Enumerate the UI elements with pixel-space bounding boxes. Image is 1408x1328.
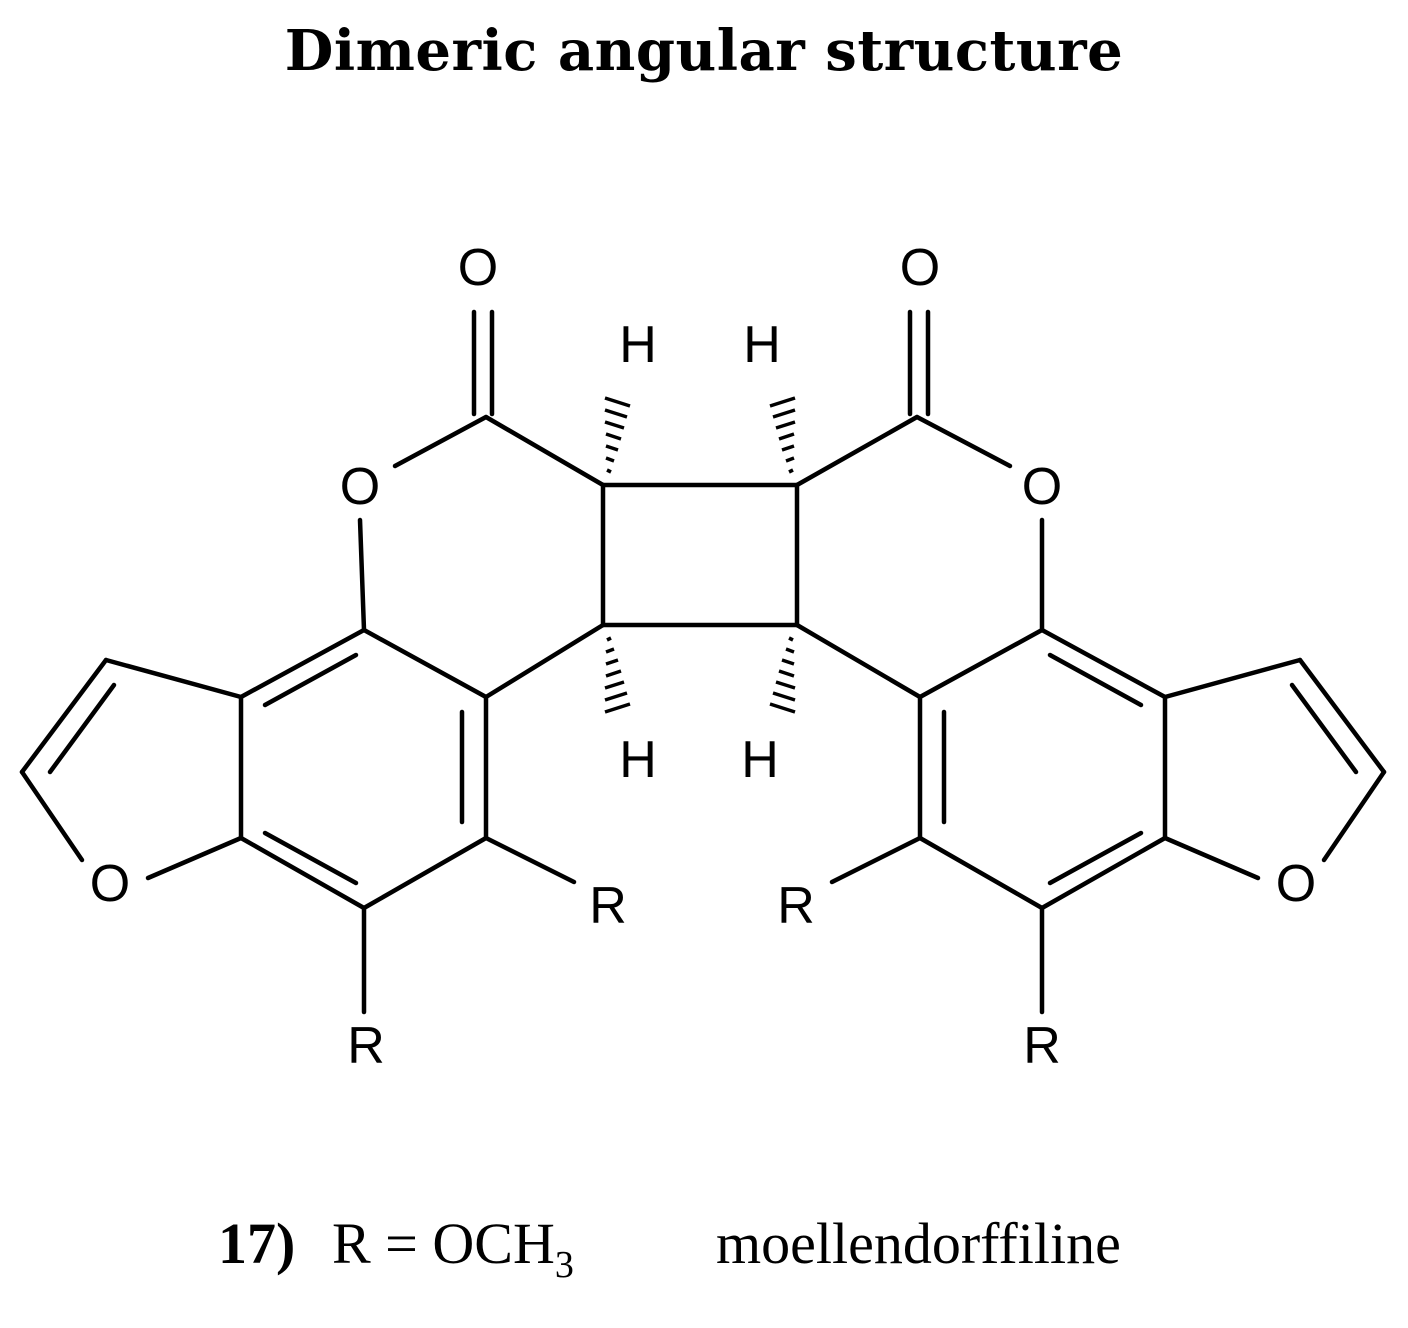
atom-carbonyl-oxygen-left: O <box>458 239 498 297</box>
atom-furan-oxygen-right: O <box>1276 855 1316 913</box>
atom-ring-oxygen-right: O <box>1022 458 1062 516</box>
atom-hydrogen-top-left: H <box>619 316 657 374</box>
atom-hydrogen-bottom-left: H <box>619 731 657 789</box>
compound-number: 17) <box>218 1211 296 1276</box>
atom-hydrogen-bottom-right: H <box>741 731 779 789</box>
formula-subscript: 3 <box>554 1244 574 1286</box>
atom-labels: O O O O O O H H H H R R R R <box>90 239 1316 1075</box>
atom-hydrogen-top-right: H <box>743 316 781 374</box>
compound-name: moellendorffiline <box>716 1211 1121 1276</box>
atom-furan-oxygen-left: O <box>90 855 130 913</box>
atom-substituent-r-outer-left: R <box>347 1017 385 1075</box>
atom-substituent-r-inner-left: R <box>589 877 627 935</box>
atom-carbonyl-oxygen-right: O <box>900 239 940 297</box>
stereo-hash-bonds <box>604 396 796 714</box>
substituent-formula: R = OCH3 <box>332 1210 574 1287</box>
figure-title: Dimeric angular structure <box>284 18 1124 84</box>
bonds <box>19 309 1387 1015</box>
formula-prefix: R = OCH <box>332 1211 555 1276</box>
atom-substituent-r-inner-right: R <box>777 877 815 935</box>
atom-ring-oxygen-left: O <box>340 458 380 516</box>
atom-substituent-r-outer-right: R <box>1023 1017 1061 1075</box>
